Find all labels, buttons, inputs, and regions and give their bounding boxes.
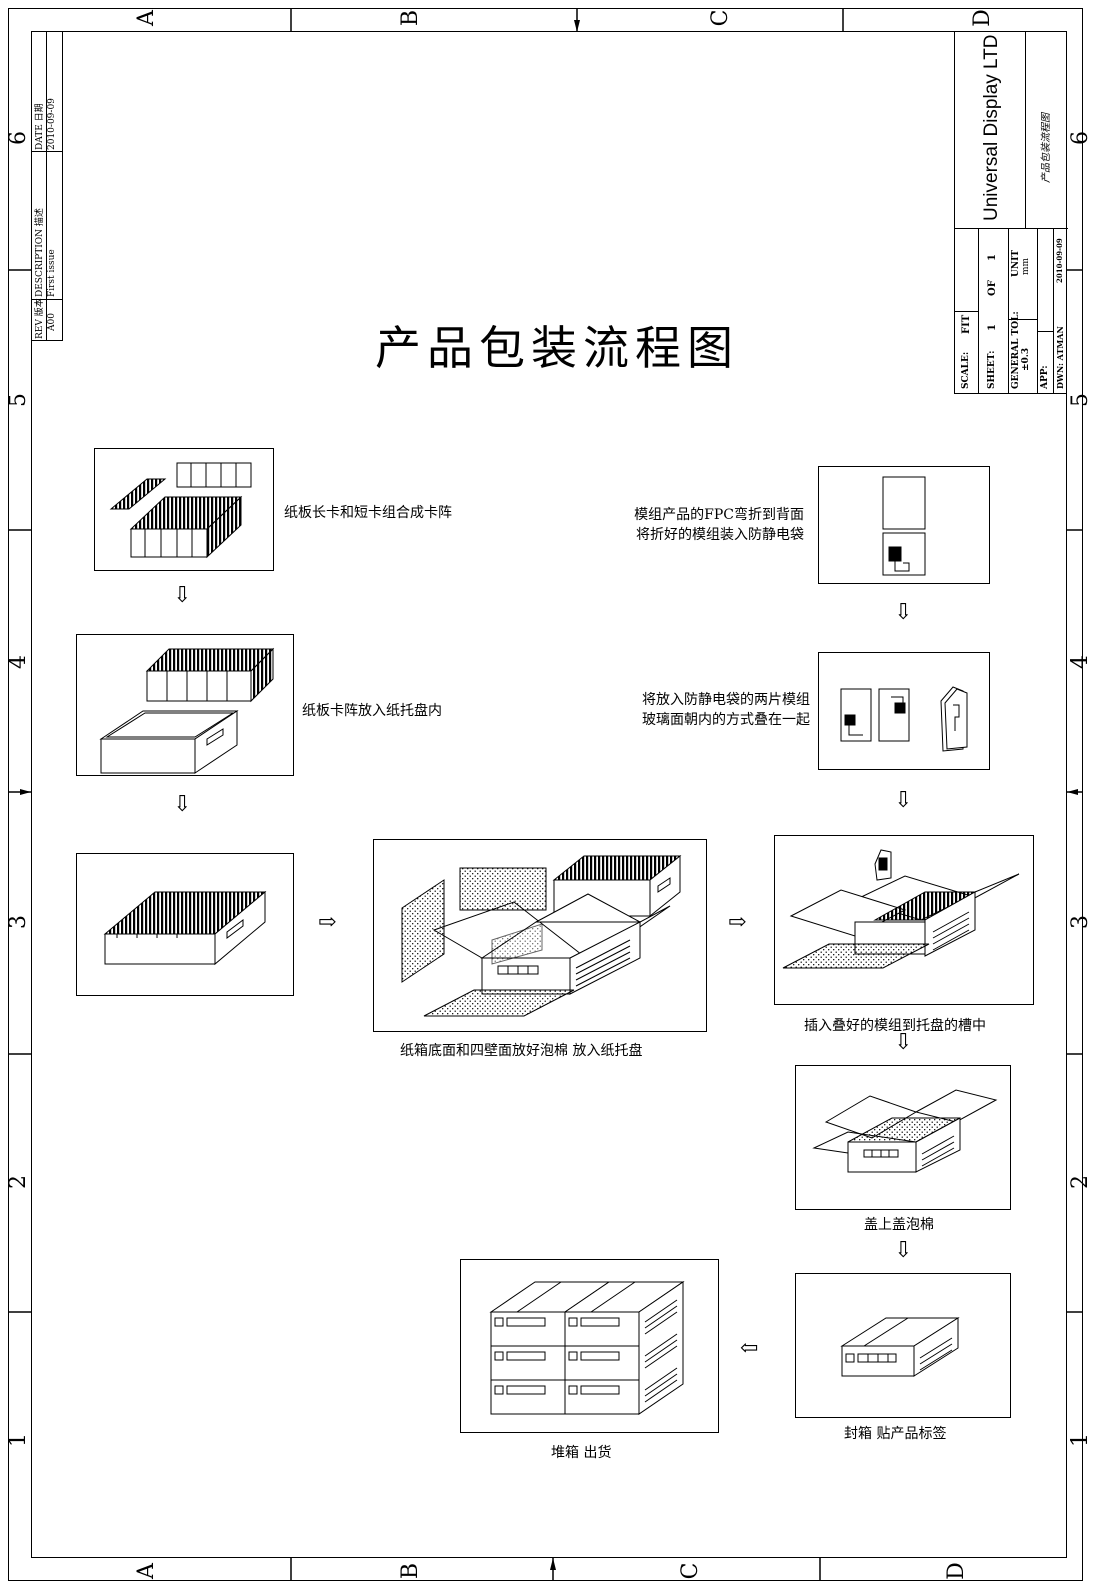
right-arrow-1: ⇨ (318, 910, 337, 935)
zone-number-left-4: 4 (6, 655, 31, 669)
rev-date-value: 2010-09-09 (47, 98, 57, 150)
zone-number-left-1: 1 (6, 1433, 31, 1447)
general-tol-value: ±0.3 (1021, 347, 1031, 371)
rev-desc-value: First issue (47, 249, 57, 297)
right-step4-label: 盖上盖泡棉 (864, 1217, 934, 1233)
unit-label: UNIT (1011, 250, 1021, 277)
left-arrow: ⇦ (740, 1336, 759, 1361)
down-arrow-right-4: ⇩ (894, 1238, 913, 1263)
stacked-boxes-illustration (489, 1281, 685, 1415)
zone-number-right-6: 6 (1068, 131, 1093, 145)
zone-number-right-2: 2 (1068, 1175, 1093, 1189)
tray-with-dividers-illustration (76, 853, 294, 996)
module-bag-illustration (882, 476, 926, 576)
right-step1-line2: 将折好的模组装入防静电袋 (636, 527, 804, 543)
zone-number-left-3: 3 (6, 915, 31, 929)
step2-illustration (76, 634, 294, 776)
zone-letter-top-d: D (970, 9, 995, 27)
rev-rev-header: REV 版本 (35, 298, 45, 339)
zone-number-left-2: 2 (6, 1175, 31, 1189)
cover-foam-illustration (795, 1065, 1011, 1210)
zone-letter-top-c: C (708, 9, 733, 27)
page-title: 产品包装流程图 (375, 321, 739, 375)
zone-letter-bottom-c: C (678, 1562, 703, 1580)
insert-modules-illustration (774, 835, 1034, 1005)
app-label: APP: (1040, 365, 1050, 389)
rev-date-header: DATE 日期 (35, 103, 45, 150)
step1-illustration (94, 448, 274, 571)
right-step1-line1: 模组产品的FPC弯折到背面 (634, 507, 804, 523)
foam-box-assembly-illustration (401, 854, 682, 1017)
sheet-label: SHEET: (987, 350, 997, 389)
right-step2-label: 将放入防静电袋的两片模组 玻璃面朝内的方式叠在一起 (598, 690, 810, 730)
zone-letter-bottom-b: B (398, 1562, 423, 1580)
general-tol-label: GENERAL TOL: (1011, 311, 1021, 389)
drawing-name: 产品包装流程图 (1041, 113, 1052, 183)
seal-box-illustration (795, 1273, 1011, 1418)
right-step6-label: 堆箱 出货 (551, 1445, 612, 1461)
right-step2-line2: 玻璃面朝内的方式叠在一起 (642, 712, 810, 728)
right-step2-line1: 将放入防静电袋的两片模组 (642, 692, 810, 708)
cardboard-dividers-illustration (109, 462, 252, 559)
fpc-fold-illustration (818, 466, 990, 584)
right-arrow-2: ⇨ (728, 910, 747, 935)
unit-value: mm (1021, 257, 1031, 275)
right-step1-label: 模组产品的FPC弯折到背面 将折好的模组装入防静电袋 (598, 505, 804, 545)
inner-border (31, 31, 1067, 1558)
rev-rev-value: A00 (47, 313, 57, 331)
revision-block: DATE 日期 2010-09-09 DESCRIPTION 描述 First … (31, 31, 63, 341)
step3-label: 纸箱底面和四壁面放好泡棉 放入纸托盘 (400, 1043, 643, 1059)
down-arrow-right-1: ⇩ (894, 600, 913, 625)
stack-ship-illustration (460, 1259, 719, 1433)
of-value: 1 (987, 254, 998, 261)
zone-number-right-5: 5 (1068, 393, 1093, 407)
two-modules-illustration (840, 686, 968, 752)
down-arrow-right-3: ⇩ (894, 1030, 913, 1055)
scale-value: FIT (961, 314, 972, 334)
right-step3-label: 插入叠好的模组到托盘的槽中 (804, 1018, 986, 1034)
right-step5-label: 封箱 贴产品标签 (844, 1426, 947, 1442)
zone-number-right-1: 1 (1068, 1433, 1093, 1447)
of-label: OF (987, 280, 998, 296)
sealed-box-illustration (840, 1317, 960, 1377)
down-arrow-right-2: ⇩ (894, 788, 913, 813)
zone-number-right-3: 3 (1068, 915, 1093, 929)
title-block: Universal Display LTD 产品包装流程图 SCALE: FIT… (954, 31, 1068, 394)
zone-number-left-6: 6 (6, 131, 31, 145)
company-name: Universal Display LTD (981, 34, 1002, 221)
dwn-label: DWN: ATMAN (1055, 326, 1065, 389)
rev-desc-header: DESCRIPTION 描述 (35, 208, 45, 297)
dividers-into-tray-illustration (99, 647, 275, 774)
step3-illustration (373, 839, 707, 1032)
step2-label: 纸板卡阵放入纸托盘内 (302, 703, 442, 719)
zone-number-left-5: 5 (6, 393, 31, 407)
stacked-modules-illustration (818, 652, 990, 770)
zone-letter-bottom-d: D (944, 1562, 969, 1580)
sheet-value: 1 (987, 324, 998, 331)
zone-letter-bottom-a: A (134, 1563, 159, 1579)
zone-letter-top-a: A (134, 10, 159, 26)
box-foam-cover-illustration (812, 1089, 998, 1173)
dwn-date: 2010-09-09 (1055, 238, 1064, 283)
down-arrow-2: ⇩ (173, 792, 192, 817)
down-arrow-1: ⇩ (173, 583, 192, 608)
outer-border (8, 8, 1083, 1581)
scale-label: SCALE: (961, 351, 971, 389)
zone-letter-top-b: B (398, 9, 423, 27)
zone-number-right-4: 4 (1068, 655, 1093, 669)
step1-label: 纸板长卡和短卡组合成卡阵 (284, 505, 452, 521)
box-insert-illustration (782, 849, 1020, 969)
tray-filled-illustration (103, 890, 267, 966)
